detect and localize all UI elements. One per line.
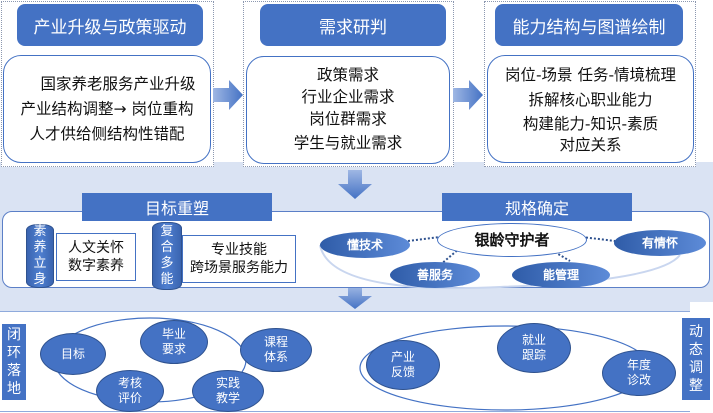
node-text: 反馈 (390, 365, 415, 379)
spec-node-tech: 懂技术 (320, 232, 410, 258)
demand-line-1: 政策需求 (316, 66, 379, 84)
ability-line-4: 对应关系 (559, 136, 622, 154)
node-text: 教学 (215, 391, 240, 405)
node-text: 体系 (263, 350, 288, 364)
spec-node-service: 善服务 (390, 262, 480, 288)
cylinder-multiskill: 复 合 多 能 (152, 222, 182, 290)
closed-loop-label: 闭 环 落 地 (2, 324, 26, 400)
node-text: 目标 (60, 346, 85, 361)
literacy-box: 人文关怀 数字素养 (56, 233, 136, 281)
demand-line-3: 岗位群需求 (309, 110, 387, 128)
literacy-line: 数字素养 (68, 258, 124, 274)
loop-node-graduation: 毕业 要求 (140, 320, 208, 364)
cyl2-char: 合 (160, 240, 174, 255)
spec-title: 规格确定 (442, 193, 632, 221)
dynamic-adjust-char: 态 (689, 342, 703, 358)
loop-node-assessment: 考核 评价 (96, 370, 164, 412)
demand-line-4: 学生与就业需求 (293, 134, 403, 152)
ability-line-1: 岗位-场景 任务-情境梳理 (504, 66, 677, 84)
skill-line: 专业技能 (211, 242, 267, 258)
industry-title: 产业升级与政策驱动 (17, 4, 203, 46)
loop-node-goal: 目标 (40, 333, 106, 375)
skill-line: 跨场景服务能力 (190, 260, 288, 276)
industry-line-1: 国家养老服务产业升级 (40, 74, 196, 93)
loop-node-curriculum: 课程 体系 (240, 328, 312, 372)
node-text: 要求 (161, 342, 186, 356)
goal-title: 目标重塑 (82, 193, 272, 221)
node-text: 跟踪 (521, 348, 546, 362)
loop-node-industry-feedback: 产业 反馈 (366, 340, 440, 390)
closed-loop-char: 地 (7, 381, 21, 397)
loop-node-employment-tracking: 就业 跟踪 (497, 323, 571, 373)
background-band-lower (0, 295, 690, 315)
cyl2-char: 能 (160, 272, 174, 287)
node-text: 产业 (390, 350, 415, 364)
node-text: 评价 (117, 391, 142, 405)
dynamic-adjust-char: 整 (689, 378, 703, 394)
node-text: 就业 (521, 333, 546, 347)
skill-box: 专业技能 跨场景服务能力 (182, 235, 296, 283)
ability-box: 岗位-场景 任务-情境梳理 拆解核心职业能力 构建能力-知识-素质 对应关系 (487, 55, 694, 163)
dynamic-adjust-char: 调 (689, 360, 703, 376)
closed-loop-char: 环 (7, 345, 21, 361)
node-text: 考核 (117, 376, 142, 390)
demand-line-2: 行业企业需求 (301, 88, 395, 106)
node-text: 实践 (215, 376, 240, 390)
cyl1-char: 身 (33, 272, 47, 287)
cyl1-char: 立 (33, 256, 47, 271)
closed-loop-char: 落 (7, 363, 21, 379)
loop-node-annual-review: 年度 诊改 (602, 350, 676, 396)
node-text: 课程 (263, 335, 288, 349)
cyl1-char: 素 (33, 224, 47, 239)
dynamic-adjust-label: 动 态 调 整 (682, 318, 710, 400)
arrow-right-icon (213, 80, 243, 110)
demand-title: 需求研判 (260, 4, 446, 46)
cyl1-char: 养 (33, 240, 47, 255)
demand-box: 政策需求 行业企业需求 岗位群需求 学生与就业需求 (246, 56, 450, 164)
dynamic-adjust-char: 动 (689, 324, 703, 340)
spec-node-care: 有情怀 (614, 230, 706, 256)
industry-box: 国家养老服务产业升级 产业结构调整→ 岗位重构 人才供给侧结构性错配 (3, 55, 211, 163)
arrow-down-icon (338, 286, 372, 309)
cylinder-literacy: 素 养 立 身 (26, 224, 54, 288)
node-text: 毕业 (161, 327, 186, 341)
closed-loop-char: 闭 (7, 327, 21, 343)
ability-line-2: 拆解核心职业能力 (528, 91, 653, 109)
loop-node-practice: 实践 教学 (192, 370, 264, 412)
node-text: 年度 (626, 358, 651, 372)
literacy-line: 人文关怀 (68, 240, 124, 256)
spec-node-manage: 能管理 (512, 262, 610, 288)
spec-center-node: 银龄守护者 (437, 223, 587, 257)
arrow-down-icon (338, 170, 372, 199)
arrow-right-icon (453, 80, 483, 110)
ability-title: 能力结构与图谱绘制 (495, 4, 683, 46)
ability-line-3: 构建能力-知识-素质 (522, 115, 659, 133)
cyl2-char: 多 (160, 256, 174, 271)
node-text: 诊改 (626, 373, 651, 387)
cyl2-char: 复 (160, 224, 174, 239)
industry-line-3: 人才供给侧结构性错配 (29, 124, 185, 143)
industry-line-2: 产业结构调整→ 岗位重构 (20, 99, 194, 118)
